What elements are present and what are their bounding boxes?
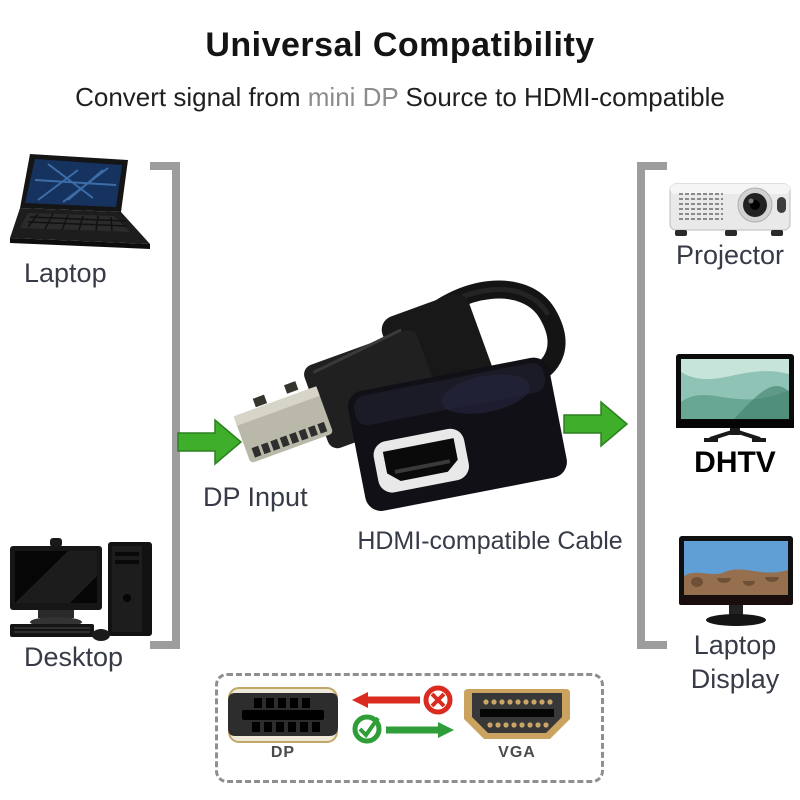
subtitle-pre: Convert signal from (75, 82, 308, 112)
green-arrow-right-icon (563, 400, 629, 448)
subtitle-post: Source to HDMI-compatible (398, 82, 725, 112)
monitor-label-line1: Laptop (693, 630, 777, 660)
dp-input-label: DP Input (203, 482, 308, 512)
red-cross-icon (423, 685, 453, 715)
monitor-label: Laptop Display (675, 628, 795, 696)
red-arrow-icon (352, 692, 420, 708)
projector-image (669, 183, 791, 236)
dp-port-image (228, 687, 338, 743)
tv-image (676, 354, 794, 442)
laptop-image (10, 154, 150, 249)
dp-port-label: DP (270, 744, 296, 761)
left-bracket (150, 162, 180, 649)
green-arrow-left-icon (177, 418, 243, 466)
laptop-label: Laptop (24, 258, 107, 288)
subtitle-highlight: mini DP (307, 82, 399, 112)
hdmi-plug-image (464, 689, 570, 739)
green-arrow-icon (386, 722, 454, 738)
subtitle: Convert signal from mini DP Source to HD… (0, 82, 800, 113)
adapter-image (233, 280, 567, 511)
vga-label: VGA (498, 744, 536, 761)
monitor-label-line2: Display (690, 664, 780, 694)
compat-icons (352, 685, 454, 744)
compat-box (215, 673, 604, 783)
desktop-image (10, 538, 152, 641)
green-check-icon (352, 714, 382, 744)
tv-label: DHTV (694, 446, 776, 479)
right-bracket (637, 162, 667, 649)
cable-label: HDMI-compatible Cable (357, 527, 623, 555)
desktop-label: Desktop (24, 642, 124, 672)
page-title: Universal Compatibility (205, 26, 595, 64)
monitor-image (679, 536, 793, 626)
projector-label: Projector (675, 240, 785, 270)
